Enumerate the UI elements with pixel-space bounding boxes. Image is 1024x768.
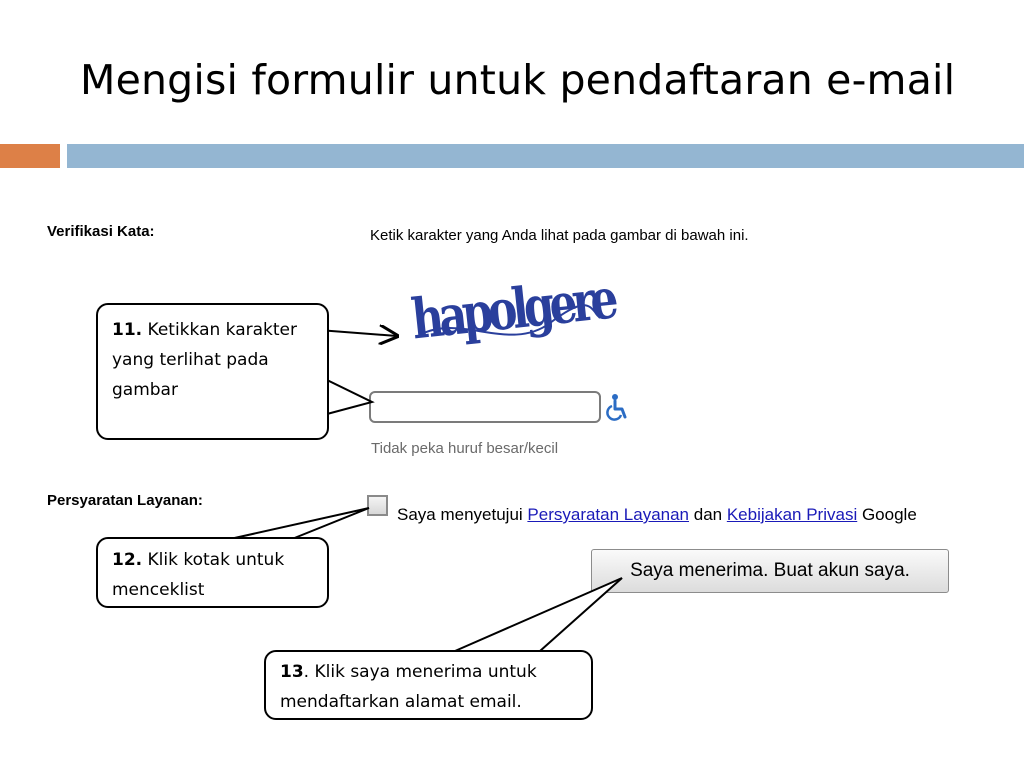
page-title: Mengisi formulir untuk pendaftaran e-mai… [80, 56, 956, 104]
captcha-noise [419, 304, 601, 336]
accept-create-account-button[interactable]: Saya menerima. Buat akun saya. [591, 549, 949, 593]
captcha-input[interactable] [369, 391, 601, 423]
accent-bar-orange [0, 144, 60, 168]
verification-label: Verifikasi Kata: [47, 223, 155, 240]
tos-prefix: Saya menyetujui [397, 505, 528, 524]
case-insensitive-hint: Tidak peka huruf besar/kecil [371, 440, 559, 457]
callout-12-text: Klik kotak untuk menceklist [112, 550, 285, 600]
callout-step-11: 11. Ketikkan karakter yang terlihat pada… [96, 303, 329, 440]
callout-step-13: 13. Klik saya menerima untuk mendaftarka… [264, 650, 593, 720]
verification-instruction: Ketik karakter yang Anda lihat pada gamb… [370, 227, 749, 244]
wheelchair-icon[interactable] [605, 393, 631, 421]
callout-11-pointer [326, 379, 375, 415]
tos-middle: dan [689, 505, 727, 524]
captcha-image: hapolgere [400, 268, 616, 378]
callout-12-pointer [229, 507, 370, 540]
privacy-policy-link[interactable]: Kebijakan Privasi [726, 505, 858, 524]
callout-13-number: 13 [280, 662, 304, 682]
accent-bar-blue [67, 144, 1024, 168]
tos-suffix: Google [857, 505, 917, 524]
terms-of-service-link[interactable]: Persyaratan Layanan [527, 505, 690, 524]
callout-13-text: . Klik saya menerima untuk mendaftarkan … [280, 662, 537, 712]
tos-label: Persyaratan Layanan: [47, 492, 203, 509]
callout-step-12: 12. Klik kotak untuk menceklist [96, 537, 329, 608]
callout-11-text: Ketikkan karakter yang terlihat pada gam… [112, 320, 297, 400]
callout-12-number: 12. [112, 550, 143, 570]
tos-checkbox[interactable] [367, 495, 388, 516]
callout-11-number: 11. [112, 320, 143, 340]
tos-agreement-text: Saya menyetujui Persyaratan Layanan dan … [397, 505, 917, 525]
